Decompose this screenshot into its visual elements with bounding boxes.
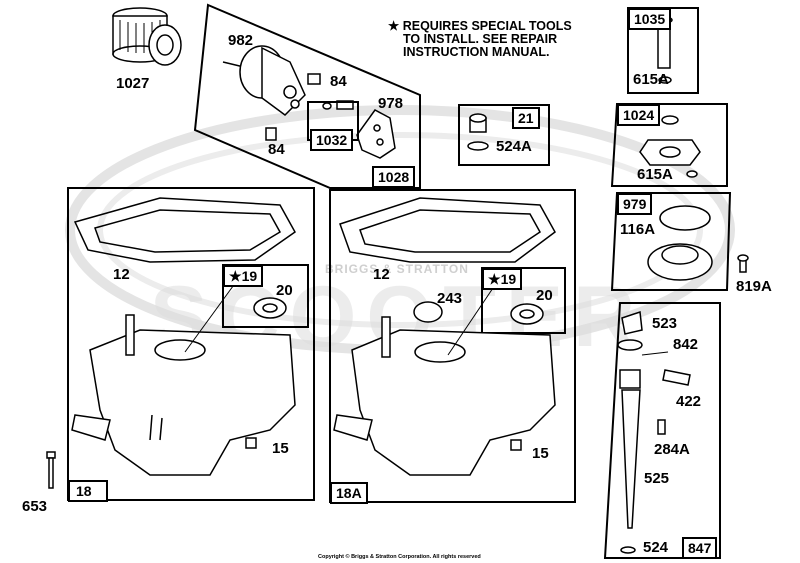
pump-cover-icon bbox=[647, 205, 749, 281]
bearing-243-icon bbox=[413, 301, 443, 323]
part-label: 653 bbox=[22, 498, 48, 515]
part-label: 615A bbox=[637, 166, 673, 183]
part-label: 525 bbox=[644, 470, 670, 487]
part-label: 12 bbox=[373, 266, 390, 283]
part-box-label: 18A bbox=[330, 482, 368, 504]
part-box-label: 979 bbox=[617, 193, 653, 215]
star-icon: ★ bbox=[229, 268, 242, 284]
bolt-icon bbox=[46, 451, 56, 489]
part-label: 20 bbox=[536, 287, 553, 304]
part-label: 842 bbox=[673, 336, 699, 353]
part-label: 1027 bbox=[116, 75, 150, 92]
box-number: 19 bbox=[241, 268, 258, 284]
part-label: 284A bbox=[654, 441, 690, 458]
part-label: 15 bbox=[272, 440, 289, 457]
crankcase-right-icon bbox=[333, 316, 556, 476]
part-box-label: ★19 bbox=[482, 268, 523, 290]
oil-filter-icon bbox=[112, 7, 182, 66]
part-box-label: 1035 bbox=[628, 8, 672, 30]
note-line-2: TO INSTALL. SEE REPAIR bbox=[403, 32, 558, 46]
box-number: 19 bbox=[500, 271, 517, 287]
part-label: 15 bbox=[532, 445, 549, 462]
drain-plug-icon bbox=[467, 113, 489, 151]
star-icon: ★ bbox=[488, 271, 501, 287]
part-box-label: ★19 bbox=[223, 265, 264, 287]
part-box-label: 1028 bbox=[372, 166, 416, 188]
part-label: 524A bbox=[496, 138, 532, 155]
part-label: 20 bbox=[276, 282, 293, 299]
gear-icon bbox=[639, 115, 701, 178]
part-label: 524 bbox=[643, 539, 669, 556]
part-box-label: 1024 bbox=[617, 104, 661, 126]
copyright-text: Copyright © Briggs & Stratton Corporatio… bbox=[318, 554, 481, 560]
part-box-label: 847 bbox=[682, 537, 718, 559]
watermark-small-text: BRIGGS & STRATTON bbox=[325, 262, 469, 276]
part-label: 116A bbox=[620, 221, 656, 238]
part-box-label: 21 bbox=[512, 107, 540, 129]
gasket-right-icon bbox=[339, 197, 556, 263]
part-label: 615A bbox=[633, 71, 669, 88]
dipstick-icon bbox=[617, 310, 691, 554]
note-line-3: INSTRUCTION MANUAL. bbox=[403, 45, 550, 59]
gasket-left-icon bbox=[73, 197, 296, 263]
part-box-label: 1032 bbox=[310, 129, 354, 151]
crankcase-left-icon bbox=[71, 314, 296, 476]
part-label: 422 bbox=[676, 393, 702, 410]
part-label: 84 bbox=[268, 141, 285, 158]
part-label: 12 bbox=[113, 266, 130, 283]
part-label: 523 bbox=[652, 315, 678, 332]
part-label: 978 bbox=[378, 95, 404, 112]
oil-pump-icon bbox=[222, 45, 396, 159]
part-box-label: 18 bbox=[68, 480, 108, 502]
special-tools-note: ★ REQUIRES SPECIAL TOOLS TO INSTALL. SEE… bbox=[388, 20, 572, 59]
star-icon: ★ bbox=[388, 19, 400, 33]
part-label: 982 bbox=[228, 32, 254, 49]
part-label: 84 bbox=[330, 73, 347, 90]
part-label: 819A bbox=[736, 278, 772, 295]
part-label: 243 bbox=[437, 290, 463, 307]
note-line-1: REQUIRES SPECIAL TOOLS bbox=[402, 19, 572, 33]
